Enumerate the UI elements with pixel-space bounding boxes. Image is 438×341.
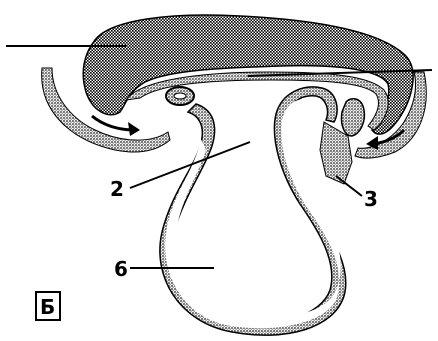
small-oval-inner [174, 93, 186, 99]
yolk-sac-cavity [165, 100, 341, 329]
tail-fold [341, 99, 364, 136]
left-arrow [92, 116, 134, 130]
label-2: 2 [110, 177, 124, 201]
label-6: 6 [114, 257, 128, 281]
label-3: 3 [364, 187, 378, 211]
left-arrow-head [128, 122, 140, 136]
leader-label-3 [336, 176, 362, 196]
panel-letter: Б [40, 295, 55, 319]
